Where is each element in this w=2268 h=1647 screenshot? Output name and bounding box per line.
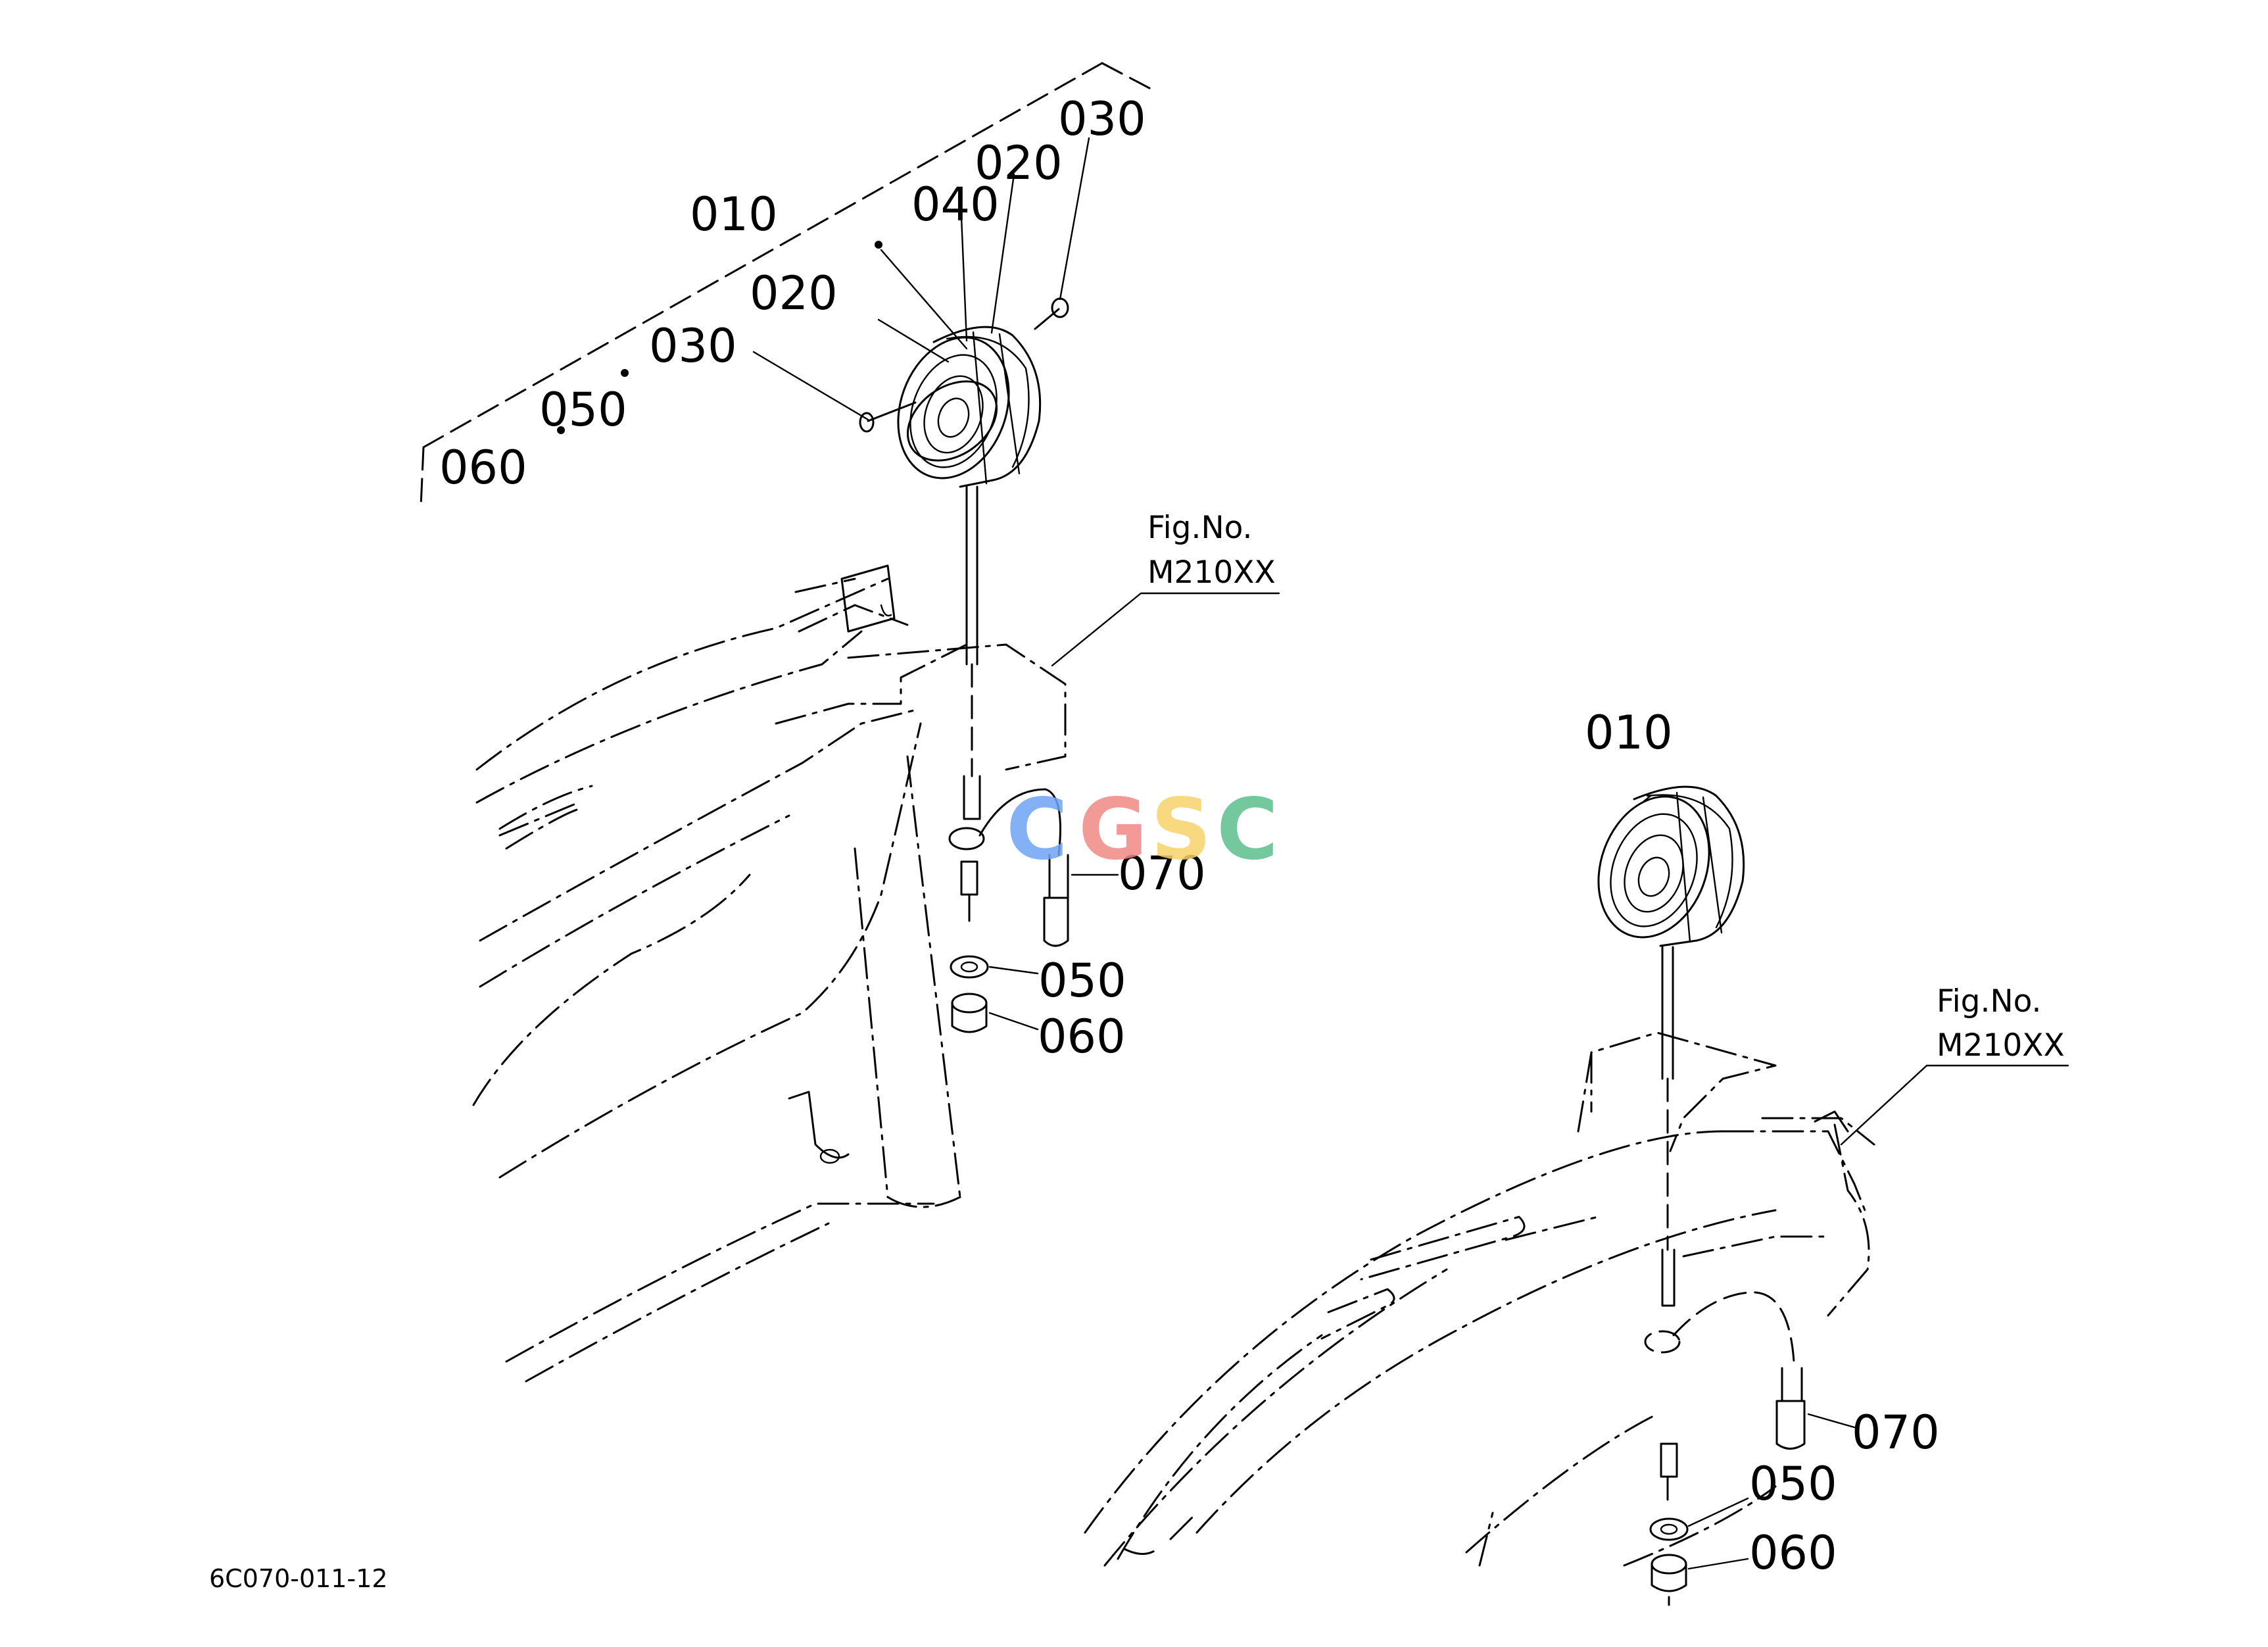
- washer-050: [950, 955, 989, 979]
- washer-050: [1649, 1517, 1689, 1541]
- figure-reference-number: M210XX: [1147, 554, 1276, 591]
- callout-010: 010: [1585, 706, 1673, 760]
- callout-060: 060: [1749, 1526, 1837, 1580]
- screw-left: [859, 401, 917, 433]
- drawing-code: 6C070-011-12: [209, 1564, 388, 1593]
- lower-leaders: [1643, 795, 2069, 1570]
- lower-callouts: 010 070 050 060 Fig.No. M210XX: [1585, 706, 2065, 1580]
- figure-reference-title: Fig.No.: [1937, 983, 2041, 1020]
- headlight-lamp: [897, 326, 1042, 488]
- callout-020: 020: [750, 266, 838, 320]
- callout-040: 040: [911, 178, 1000, 232]
- upper-assembly: 010 020 030 040 020 030 050 060 070 050 …: [420, 62, 1280, 1383]
- upper-leaders: [557, 137, 1280, 1031]
- callout-060: 060: [1038, 1010, 1126, 1064]
- headlight-lamp: [1597, 785, 1745, 947]
- assembly-bracket: [420, 62, 1151, 508]
- fender-body: [472, 564, 1067, 1383]
- wiring: [948, 485, 1069, 947]
- nut-060: [951, 993, 988, 1033]
- figure-reference-title: Fig.No.: [1147, 510, 1252, 546]
- nut-060: [1651, 1554, 1687, 1606]
- callout-050: 050: [1749, 1457, 1837, 1511]
- wiring: [1644, 946, 1806, 1501]
- watermark-letter: G: [1078, 781, 1147, 879]
- figure-reference-number: M210XX: [1937, 1027, 2065, 1064]
- dot-marker: [621, 369, 629, 377]
- callout-050: 050: [539, 383, 627, 437]
- watermark-letter: C: [1217, 781, 1278, 879]
- dot-marker: [875, 241, 882, 249]
- callout-060: 060: [439, 441, 527, 495]
- fender-body: [1084, 1031, 1875, 1567]
- watermark-letter: C: [1006, 781, 1068, 879]
- callout-030: 030: [1058, 92, 1146, 146]
- watermark-logo: C G S C: [1006, 781, 1278, 879]
- callout-050: 050: [1038, 954, 1126, 1008]
- lower-assembly: 010 070 050 060 Fig.No. M210XX: [1084, 706, 2069, 1606]
- callout-030: 030: [649, 319, 737, 373]
- dot-marker: [557, 426, 565, 434]
- watermark-letter: S: [1151, 781, 1211, 879]
- screw-right: [1034, 297, 1069, 330]
- callout-020: 020: [975, 136, 1063, 190]
- callout-070: 070: [1118, 847, 1206, 900]
- callout-010: 010: [690, 187, 778, 241]
- upper-callouts: 010 020 030 040 020 030 050 060 070 050 …: [439, 92, 1276, 1064]
- callout-070: 070: [1852, 1406, 1940, 1460]
